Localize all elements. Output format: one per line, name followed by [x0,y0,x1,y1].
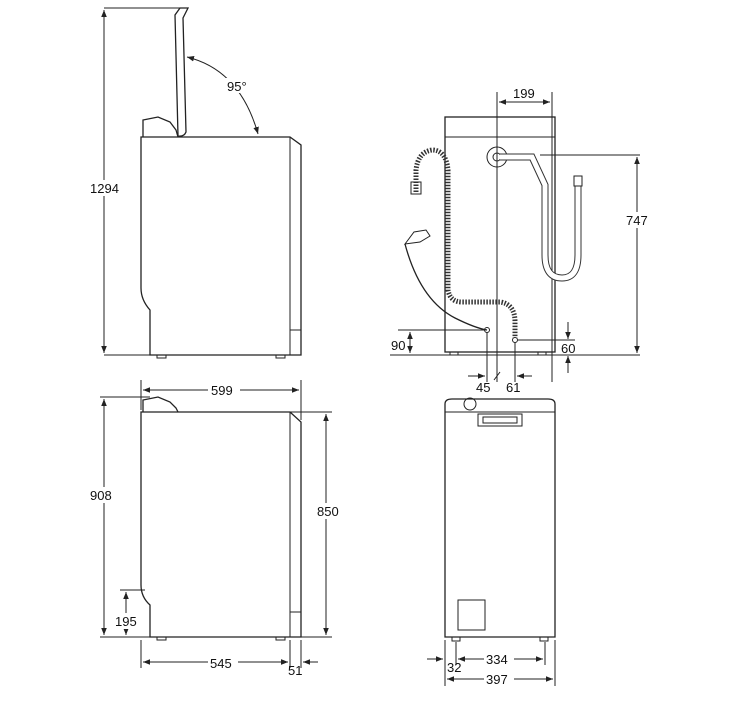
dimension-label-908: 908 [90,488,112,503]
dimension-label-850: 850 [317,504,339,519]
rear-view-connections: 199 747 90 60 45 61 [390,86,654,395]
dimension-label-32: 32 [447,660,461,675]
dimension-label-51: 51 [288,663,302,678]
dimension-label-61: 61 [506,380,520,395]
dimension-label-1294: 1294 [90,181,119,196]
dimension-label-95-degrees: 95° [227,79,247,94]
dimension-label-545: 545 [210,656,232,671]
dimension-label-60: 60 [561,341,575,356]
dimension-label-195: 195 [115,614,137,629]
side-view-lid-open: 1294 95° [86,7,302,359]
dimension-label-90: 90 [391,338,405,353]
lid-angle-arc [186,55,259,135]
side-view: 599 908 850 195 545 51 [86,380,344,678]
front-view: 334 32 397 [427,397,556,687]
dimension-label-747: 747 [626,213,648,228]
dimension-label-334: 334 [486,652,508,667]
dimension-label-199: 199 [513,86,535,101]
dimension-label-397: 397 [486,672,508,687]
dimension-label-45: 45 [476,380,490,395]
dimension-label-599: 599 [211,383,233,398]
